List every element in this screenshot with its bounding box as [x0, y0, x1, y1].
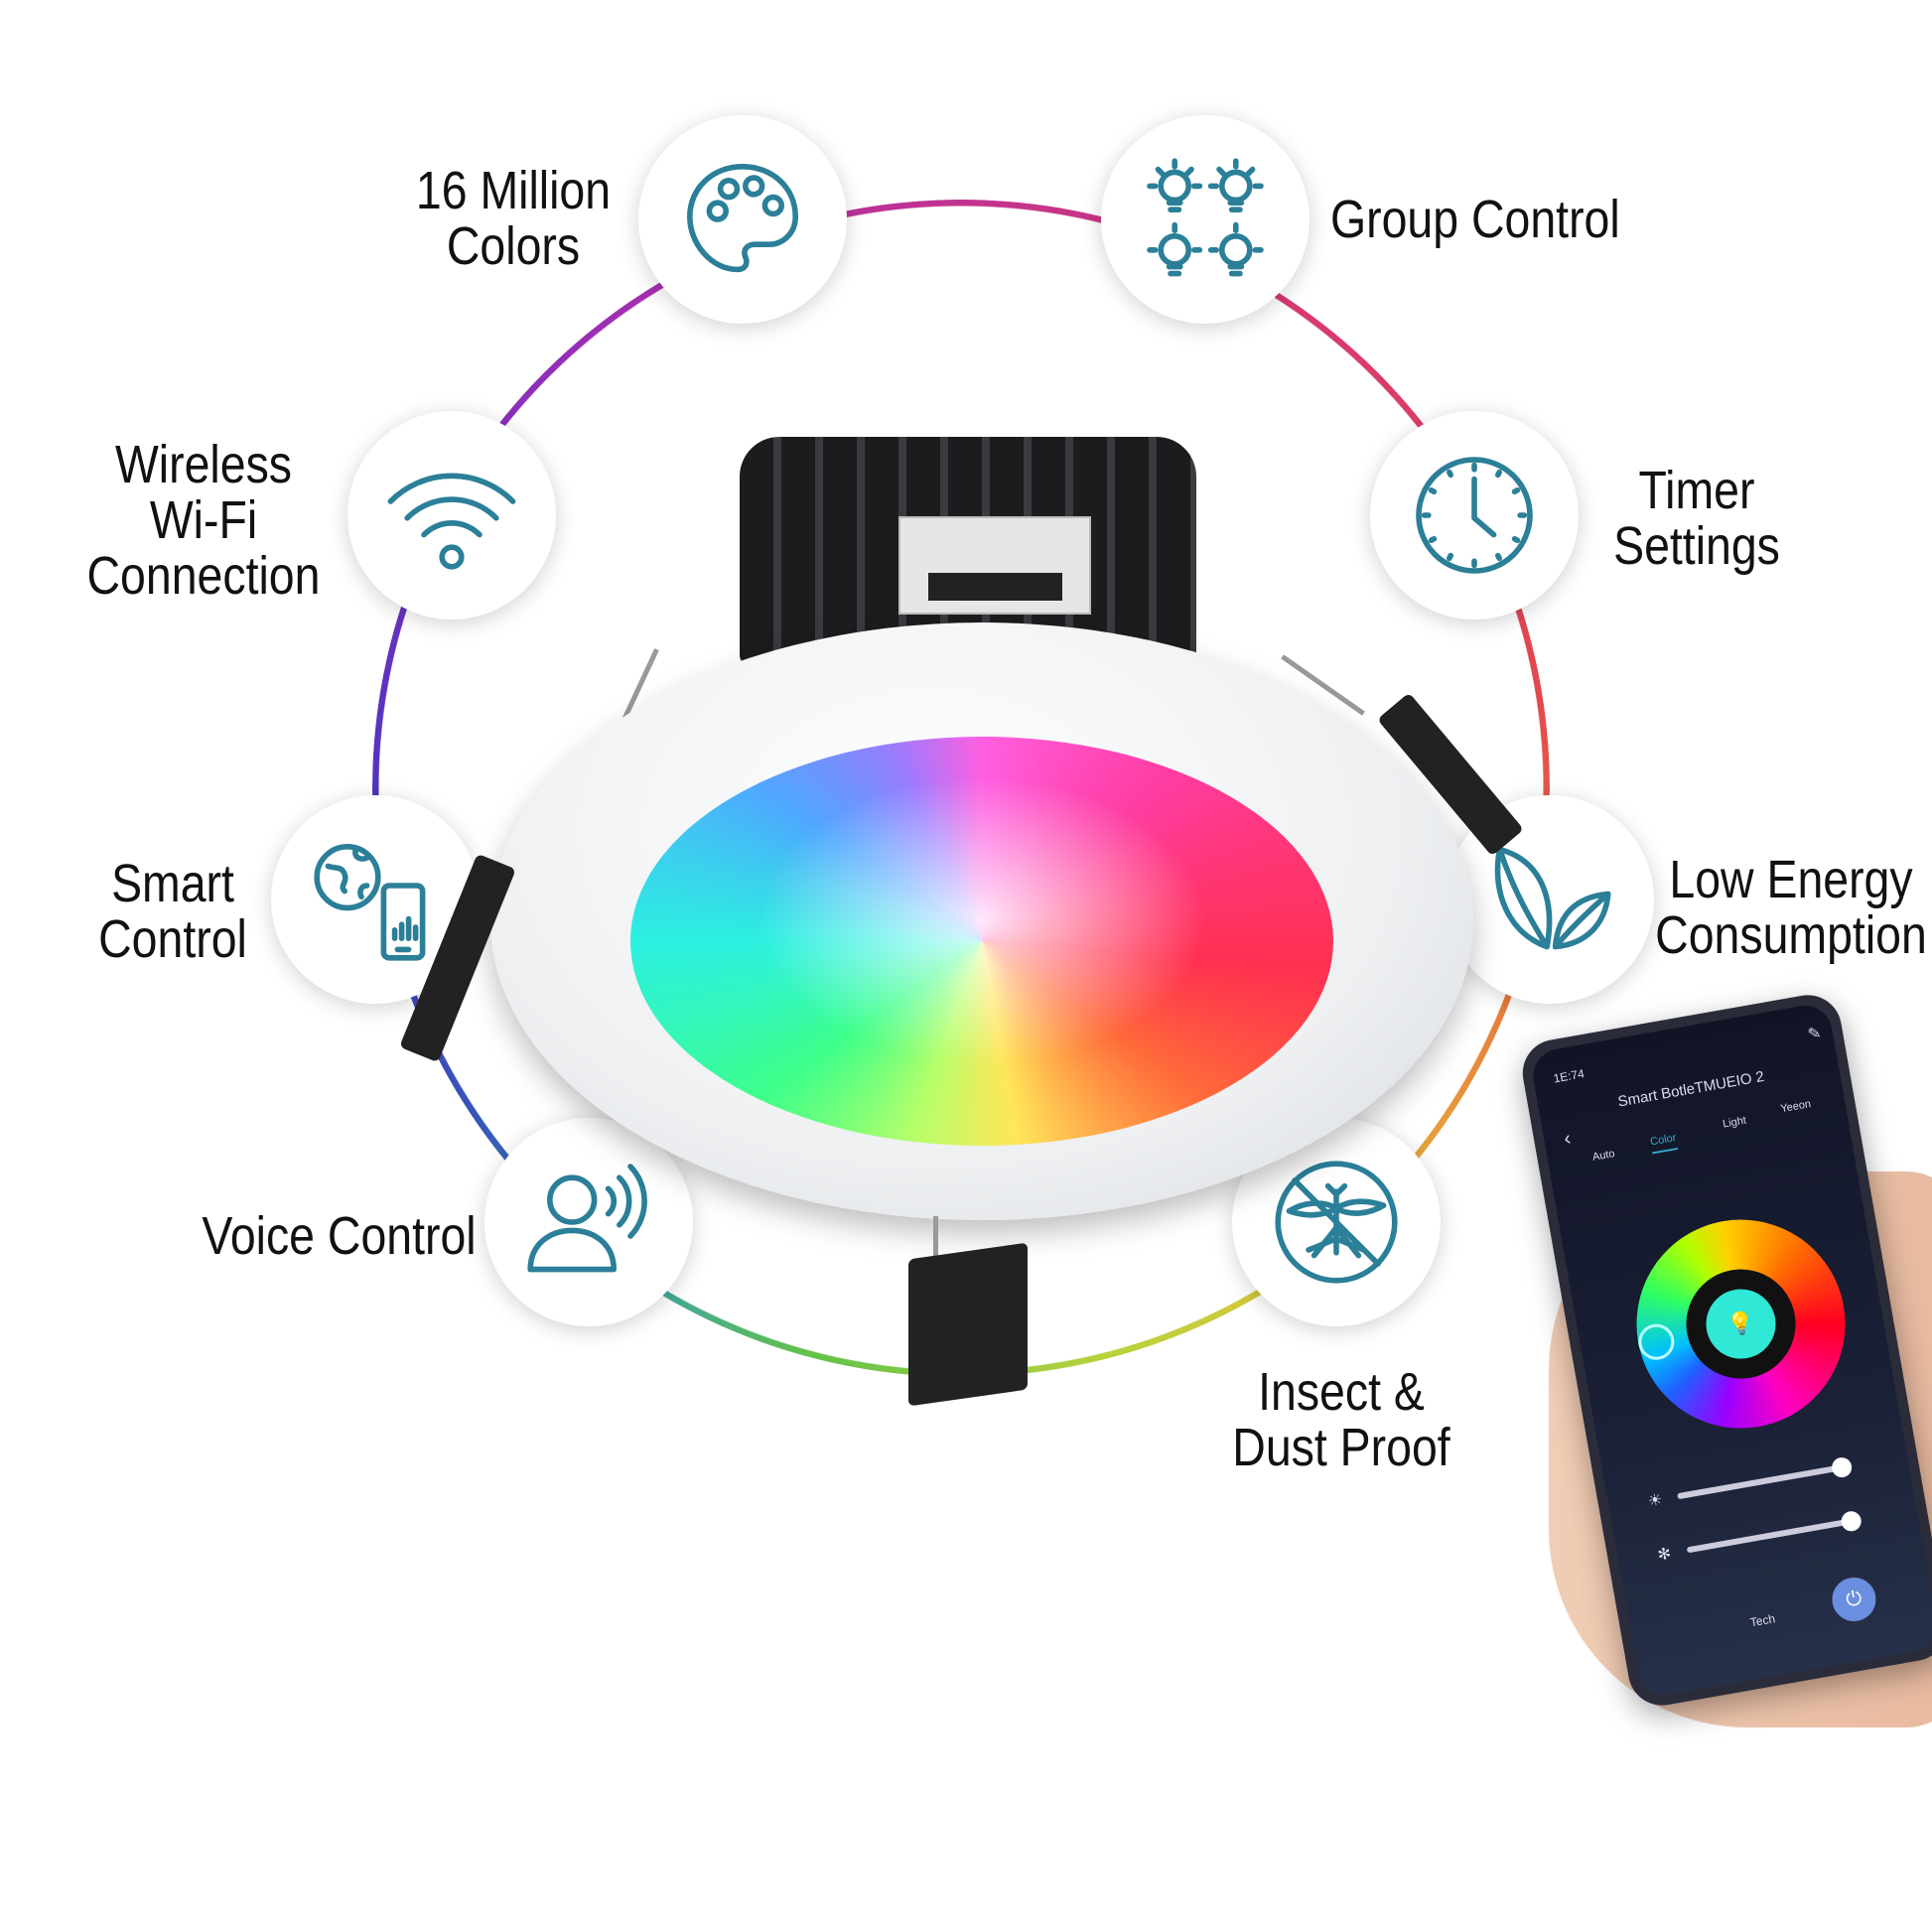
- feature-colors: [638, 115, 847, 324]
- brightness-icon: ☀: [1646, 1491, 1664, 1511]
- group-bulbs-icon: [1147, 158, 1264, 277]
- label-group-control: Group Control: [1330, 192, 1620, 247]
- label-line: Dust Proof: [1232, 1418, 1450, 1477]
- label-line: Settings: [1613, 516, 1780, 576]
- brightness-slider[interactable]: [1677, 1455, 1854, 1500]
- leaf-icon: [1494, 846, 1611, 950]
- label-voice-control: Voice Control: [202, 1206, 477, 1266]
- slider-thumb[interactable]: [1830, 1455, 1854, 1479]
- feature-voice-control: [484, 1118, 693, 1326]
- label-line: Control: [98, 909, 247, 969]
- tab-color[interactable]: Color: [1649, 1132, 1679, 1155]
- palette-icon: [687, 164, 798, 273]
- clock-icon: [1416, 457, 1533, 574]
- label-line: Insect &: [1258, 1362, 1425, 1422]
- feature-group-control: [1101, 115, 1310, 324]
- rgb-light-lens: [630, 737, 1333, 1146]
- label-line: 16 Million: [415, 161, 612, 220]
- tab-auto[interactable]: Auto: [1591, 1148, 1616, 1164]
- label-line: Group Control: [1330, 190, 1620, 249]
- label-line: Colors: [446, 216, 581, 276]
- label-line: Connection: [86, 546, 321, 606]
- terminal-connector: [898, 516, 1091, 615]
- slider-thumb[interactable]: [1840, 1509, 1863, 1533]
- label-line: Voice Control: [202, 1206, 477, 1266]
- label-line: Consumption: [1655, 905, 1927, 965]
- no-insect-icon: [1275, 1161, 1398, 1284]
- label-insect-dust-proof: Insect &Dust Proof: [1213, 1364, 1469, 1475]
- color-wheel[interactable]: 💡: [1619, 1202, 1863, 1446]
- saturation-slider[interactable]: [1686, 1509, 1863, 1554]
- label-line: Wi-Fi: [149, 490, 258, 550]
- globe-phone-icon: [314, 844, 426, 961]
- label-line: Wireless: [114, 435, 293, 494]
- feature-smart-control: [271, 795, 480, 1004]
- wifi-icon: [387, 473, 516, 570]
- voice-icon: [527, 1164, 647, 1273]
- feature-wifi: [347, 411, 556, 620]
- label-line: Low Energy: [1669, 850, 1913, 909]
- tab-scene[interactable]: Yeeon: [1779, 1098, 1812, 1116]
- back-icon[interactable]: ‹: [1562, 1127, 1573, 1151]
- app-title: Smart BotleTMUEIO 2: [1616, 1067, 1766, 1111]
- label-line: Smart: [111, 854, 234, 913]
- feature-timer: [1370, 411, 1579, 620]
- power-button[interactable]: ⏻: [1828, 1574, 1879, 1625]
- edit-icon[interactable]: ✎: [1806, 1025, 1823, 1044]
- wire: [933, 1216, 938, 1261]
- label-line: Timer: [1638, 461, 1755, 520]
- bottom-label[interactable]: Tech: [1748, 1611, 1777, 1630]
- tab-light[interactable]: Light: [1722, 1114, 1747, 1131]
- status-time: 1E:74: [1552, 1066, 1586, 1086]
- color-picker-knob[interactable]: [1635, 1320, 1678, 1363]
- saturation-icon: ✻: [1656, 1545, 1673, 1565]
- driver-clip: [908, 1242, 1028, 1407]
